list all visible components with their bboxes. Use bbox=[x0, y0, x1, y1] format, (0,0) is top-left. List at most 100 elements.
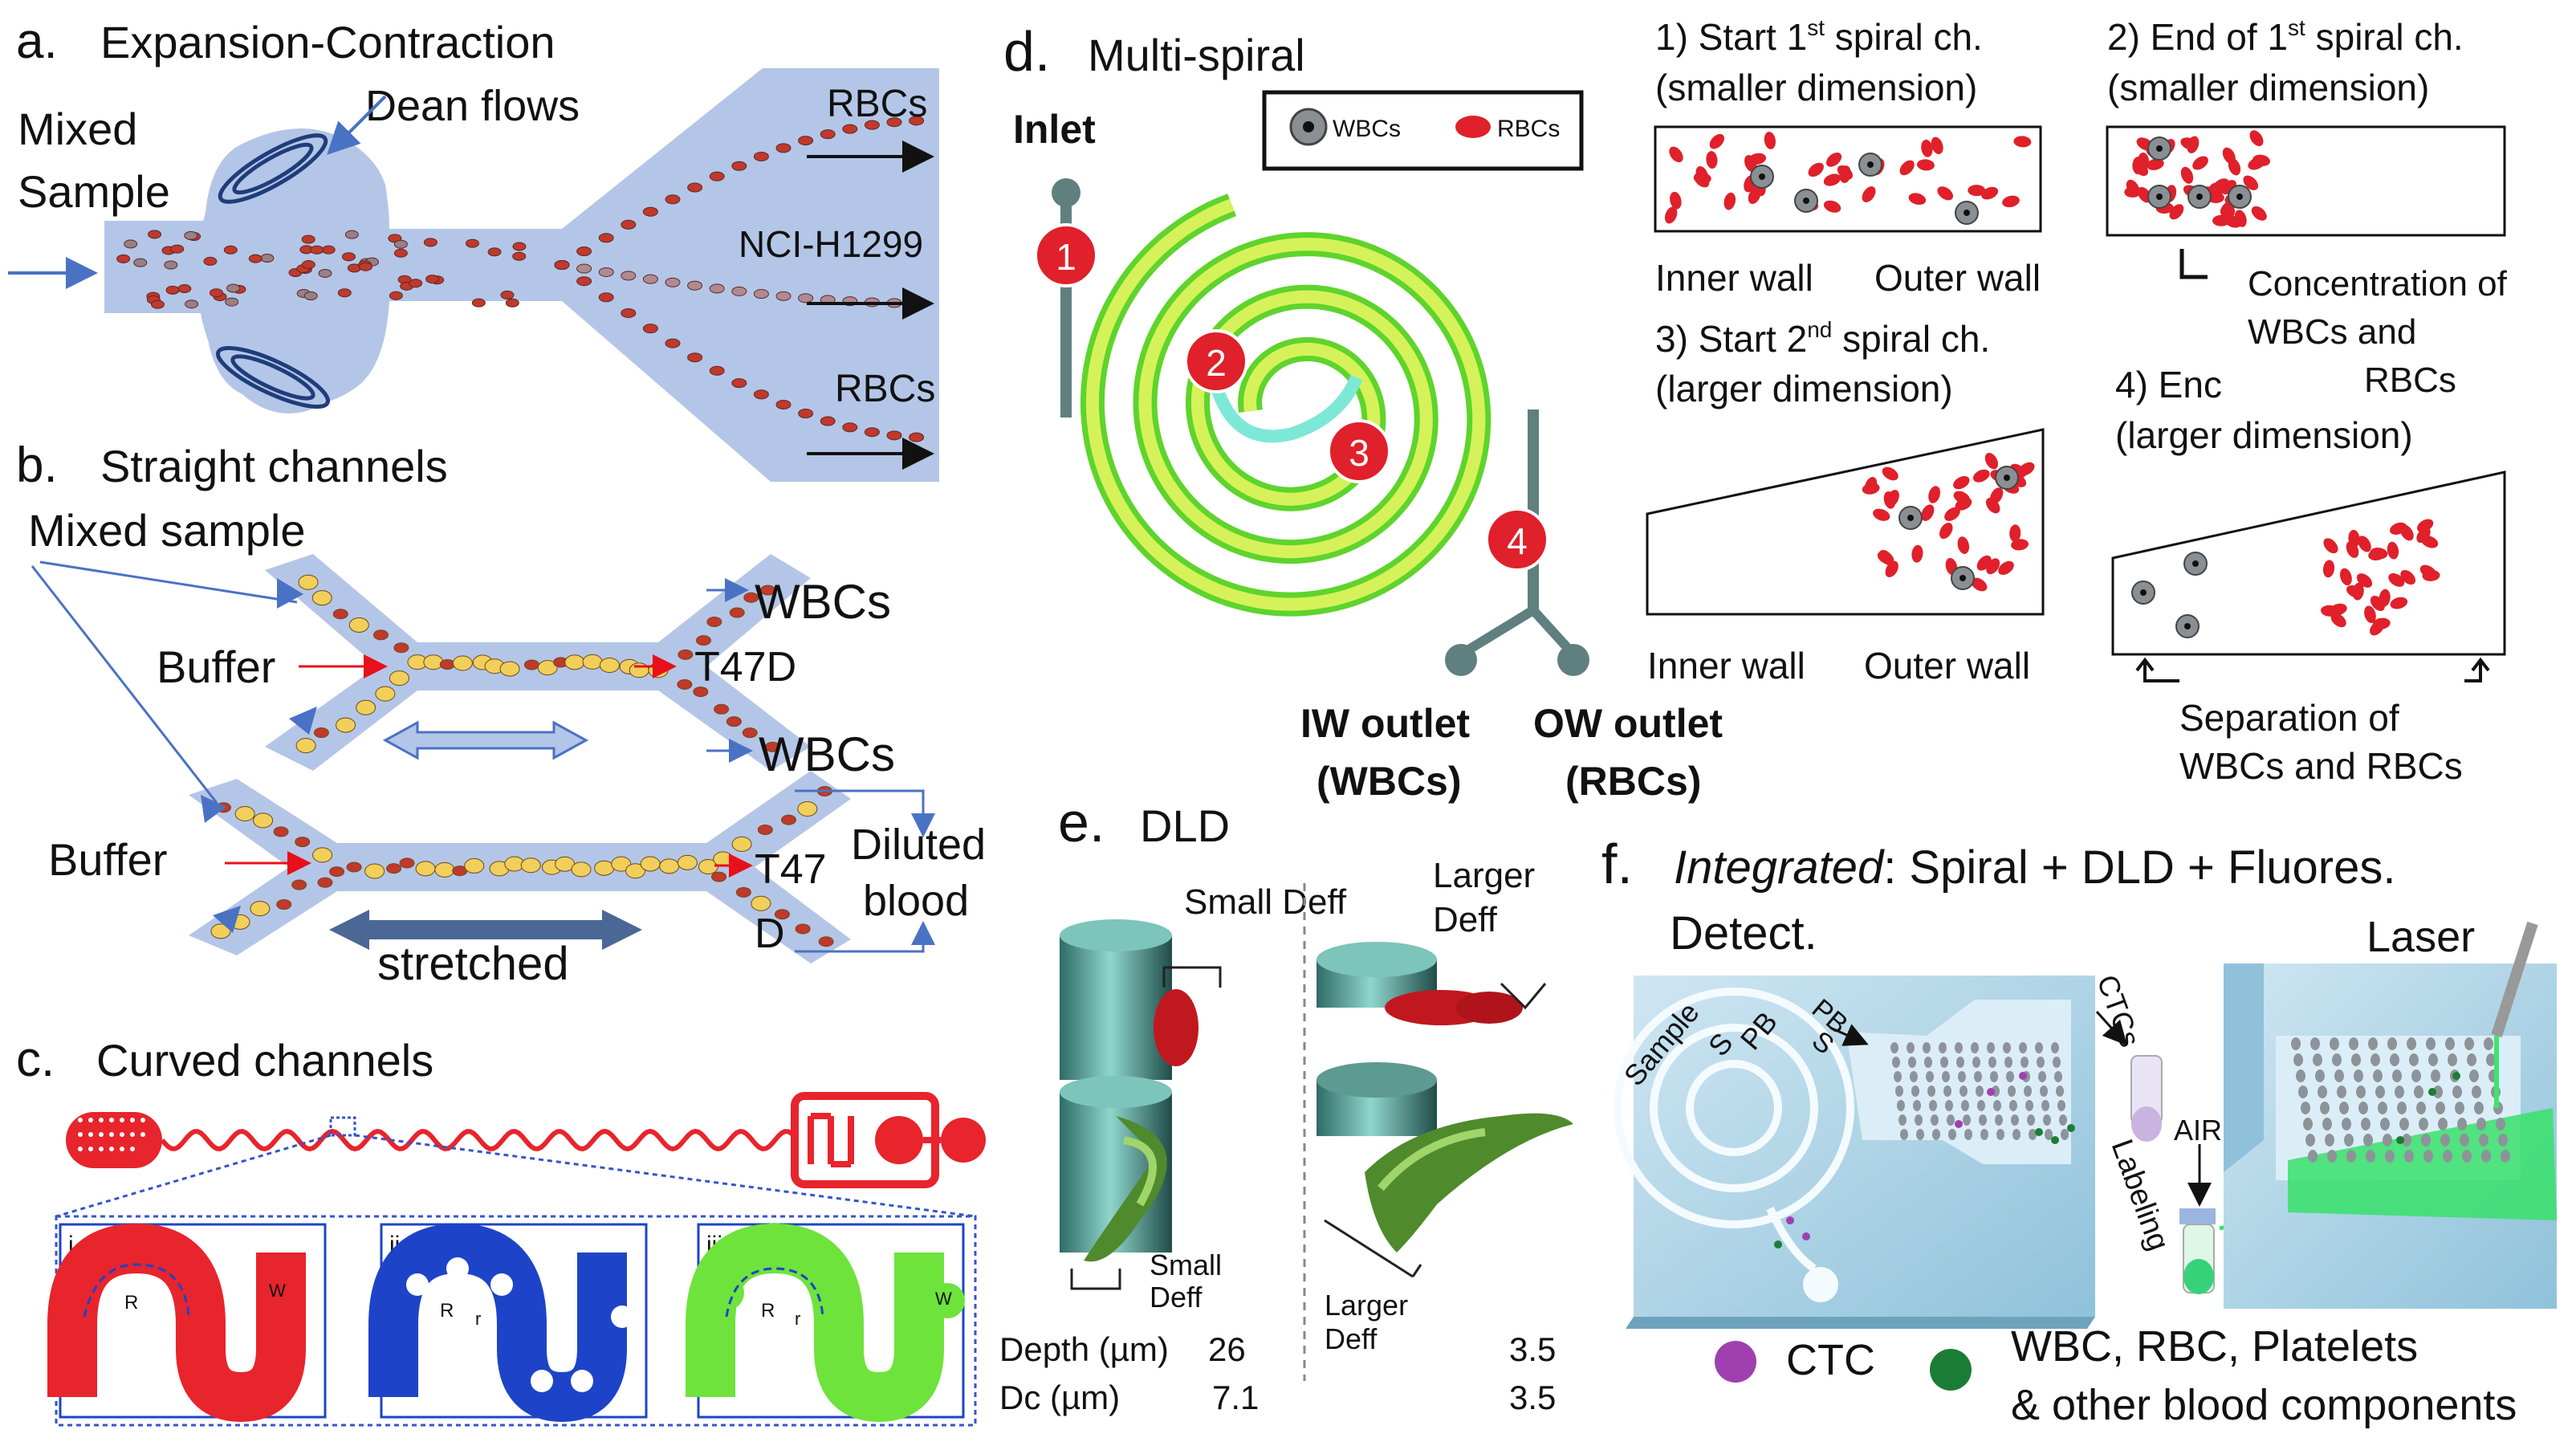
separation-1: Separation of bbox=[2179, 697, 2399, 739]
cell bbox=[500, 290, 515, 299]
panel-a-title: Expansion-Contraction bbox=[100, 17, 555, 67]
cell bbox=[311, 590, 332, 606]
dld-pillar bbox=[2303, 1118, 2313, 1130]
dld-pillar bbox=[2457, 1118, 2467, 1130]
inlet-label: Inlet bbox=[1013, 107, 1096, 152]
ctc-tube bbox=[2130, 1055, 2163, 1142]
dld-pillar bbox=[2370, 1053, 2380, 1066]
rbc-cell bbox=[1839, 165, 1851, 184]
ctc-cell bbox=[1955, 1120, 1963, 1128]
rbc-cell bbox=[1723, 192, 1736, 210]
cell bbox=[295, 837, 311, 848]
box4-pointer-left bbox=[2135, 657, 2179, 682]
wbc-nucleus bbox=[2156, 193, 2163, 200]
dld-pillar bbox=[1940, 1057, 1948, 1068]
cell bbox=[273, 826, 289, 837]
dld-pillar bbox=[1979, 1114, 1987, 1126]
dld-pillar bbox=[2038, 1071, 2046, 1082]
larger-deff-top-1: Larger bbox=[1433, 856, 1535, 895]
dld-pillar bbox=[1898, 1114, 1907, 1126]
cell bbox=[677, 854, 698, 870]
rbc-cell bbox=[1916, 159, 1935, 171]
dld-pillar bbox=[2298, 1086, 2308, 1098]
table-depth-label: Depth (µm) bbox=[999, 1330, 1169, 1368]
cell bbox=[465, 238, 479, 248]
box4-title-1: 4) Enc bbox=[2115, 364, 2222, 405]
dld-pillar bbox=[1961, 1100, 1969, 1111]
dld-pillar bbox=[1972, 1057, 1980, 1068]
cell bbox=[751, 895, 771, 911]
dld-pillar bbox=[2431, 1069, 2440, 1082]
dld-pillar bbox=[1959, 1086, 1968, 1097]
rbc-cell bbox=[2147, 158, 2164, 171]
cell bbox=[706, 617, 722, 628]
inset-iii: iii R r W bbox=[686, 1223, 965, 1423]
filter-dot bbox=[99, 1132, 104, 1137]
dld-pillar bbox=[2305, 1134, 2315, 1147]
cell bbox=[337, 288, 352, 298]
cell bbox=[346, 862, 362, 873]
dld-pillar bbox=[2407, 1037, 2416, 1050]
panel-a-mixed-sample-1: Mixed bbox=[18, 104, 137, 154]
buffer-top-label: Buffer bbox=[157, 642, 275, 692]
dld-pillar bbox=[2035, 1042, 2043, 1053]
cell bbox=[165, 285, 180, 295]
dld-pillar bbox=[2054, 1071, 2062, 1082]
ctc-cell bbox=[1802, 1232, 1810, 1240]
dld-pillar bbox=[1990, 1071, 1998, 1082]
rbc-cell bbox=[1748, 153, 1767, 165]
dld-pillar bbox=[1894, 1071, 1902, 1082]
rbc-cell bbox=[2370, 596, 2385, 611]
dld-pillar bbox=[2291, 1037, 2301, 1050]
panel-c-title: Curved channels bbox=[96, 1035, 433, 1086]
filter-dot bbox=[140, 1118, 145, 1122]
blood-cell bbox=[2051, 1136, 2059, 1144]
spiral-marker-4: 4 bbox=[1485, 507, 1549, 572]
rbc-cell bbox=[1939, 522, 1953, 540]
rbc-cell bbox=[1669, 146, 1683, 163]
dld-pillar bbox=[2293, 1053, 2303, 1066]
rbc-cell bbox=[2252, 154, 2270, 166]
dld-pillar bbox=[2385, 1150, 2395, 1163]
cell bbox=[537, 660, 558, 676]
cell bbox=[621, 271, 637, 281]
rbc-cell bbox=[2243, 175, 2259, 190]
cell bbox=[864, 427, 880, 438]
dld-pillar bbox=[2501, 1150, 2510, 1163]
marker-4-label: 4 bbox=[1507, 520, 1528, 562]
ctc-legend-dot bbox=[1715, 1341, 1756, 1383]
dld-pillar bbox=[2334, 1069, 2344, 1082]
integrated-chip-left bbox=[1614, 976, 2095, 1329]
cell bbox=[409, 279, 423, 288]
cell bbox=[434, 862, 455, 878]
dld-pillar bbox=[1971, 1042, 1979, 1053]
legend-ctc-label: CTC bbox=[1786, 1336, 1875, 1384]
cell bbox=[295, 738, 316, 754]
rbc-cell bbox=[2192, 156, 2208, 170]
rbc-cell bbox=[1882, 466, 1898, 481]
dld-pillar bbox=[2380, 1118, 2390, 1130]
larger-deff-bottom-1: Larger bbox=[1325, 1289, 1408, 1322]
rbc-cell bbox=[2018, 462, 2035, 476]
cell bbox=[571, 862, 592, 878]
diluted-blood-arrow-bottom bbox=[795, 921, 935, 953]
panel-a-letter: a. bbox=[16, 14, 58, 69]
rbc-cell bbox=[1908, 193, 1927, 206]
cell bbox=[471, 298, 486, 308]
blood-cell bbox=[1774, 1240, 1782, 1249]
cell bbox=[303, 291, 318, 301]
dld-pillar bbox=[2368, 1037, 2378, 1050]
inset-ii-R: R bbox=[440, 1300, 454, 1322]
cell bbox=[423, 654, 444, 670]
blood-cell bbox=[2428, 1088, 2436, 1096]
rbc-cell bbox=[2180, 137, 2198, 150]
dld-pillar bbox=[1995, 1114, 2003, 1126]
dld-pillar bbox=[2053, 1057, 2061, 1068]
t47d-top-label: T47D bbox=[694, 644, 796, 690]
cell bbox=[797, 800, 818, 817]
panel-e: e. DLD Small Deff Larger Deff bbox=[999, 791, 1573, 1416]
dld-pillar bbox=[2318, 1086, 2327, 1098]
ctcs-label: CTCs bbox=[2090, 971, 2147, 1051]
box4-cells bbox=[2131, 519, 2440, 638]
cell bbox=[364, 863, 385, 879]
